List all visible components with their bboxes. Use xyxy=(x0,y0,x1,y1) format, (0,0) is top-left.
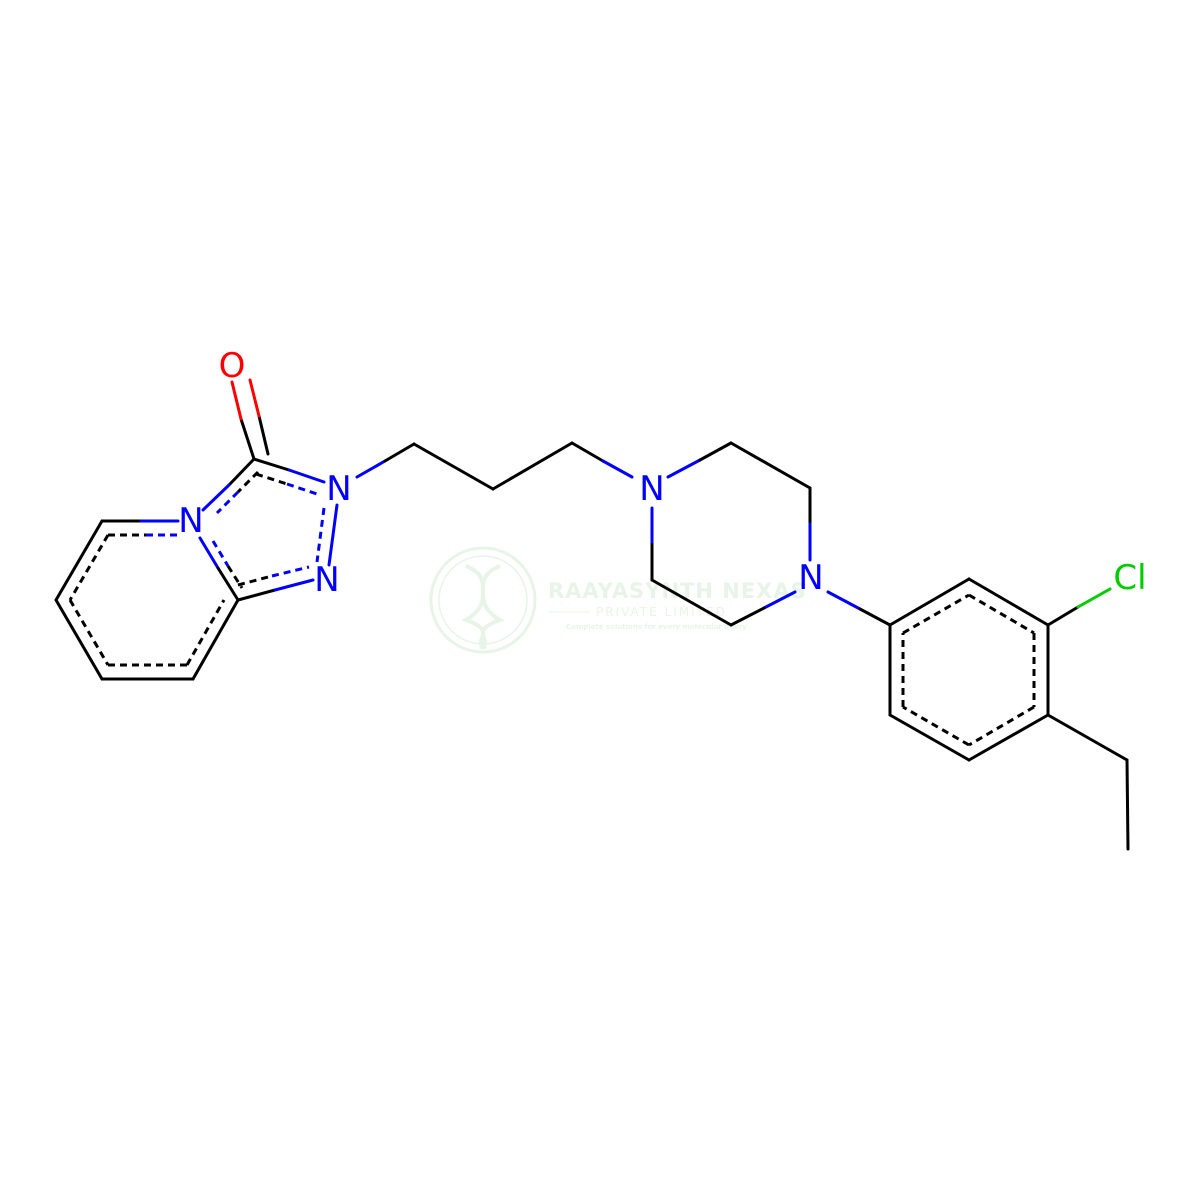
atom-o1-label: O xyxy=(219,346,246,386)
benzene-ring xyxy=(826,577,1050,762)
pyridine-ring xyxy=(54,519,240,681)
atom-n5-label: N xyxy=(798,558,823,598)
watermark-title: RAAYASYNTH NEXAS xyxy=(548,579,807,603)
triazolone-ring xyxy=(198,457,339,602)
watermark: RAAYASYNTH NEXAS PRIVATE LIMITED Complet… xyxy=(429,546,807,654)
atom-n1-label: N xyxy=(178,501,203,541)
ethyl-substituent xyxy=(1046,713,1130,851)
watermark-logo-ring xyxy=(429,546,537,654)
atom-cl-label: Cl xyxy=(1113,558,1146,598)
dna-helix-icon xyxy=(461,564,505,650)
propyl-chain xyxy=(355,441,634,491)
atom-n4-label: N xyxy=(639,469,664,509)
atom-n3-label: N xyxy=(314,560,339,600)
chloro-substituent xyxy=(1046,587,1112,627)
watermark-logo-inner xyxy=(438,555,528,645)
atom-n2-label: N xyxy=(326,469,351,509)
watermark-subtitle: PRIVATE LIMITED xyxy=(596,605,727,619)
piperazine-ring xyxy=(650,441,812,627)
carbonyl-bond xyxy=(230,378,270,461)
watermark-tagline: Complete solutions for every molecular q… xyxy=(566,623,747,631)
